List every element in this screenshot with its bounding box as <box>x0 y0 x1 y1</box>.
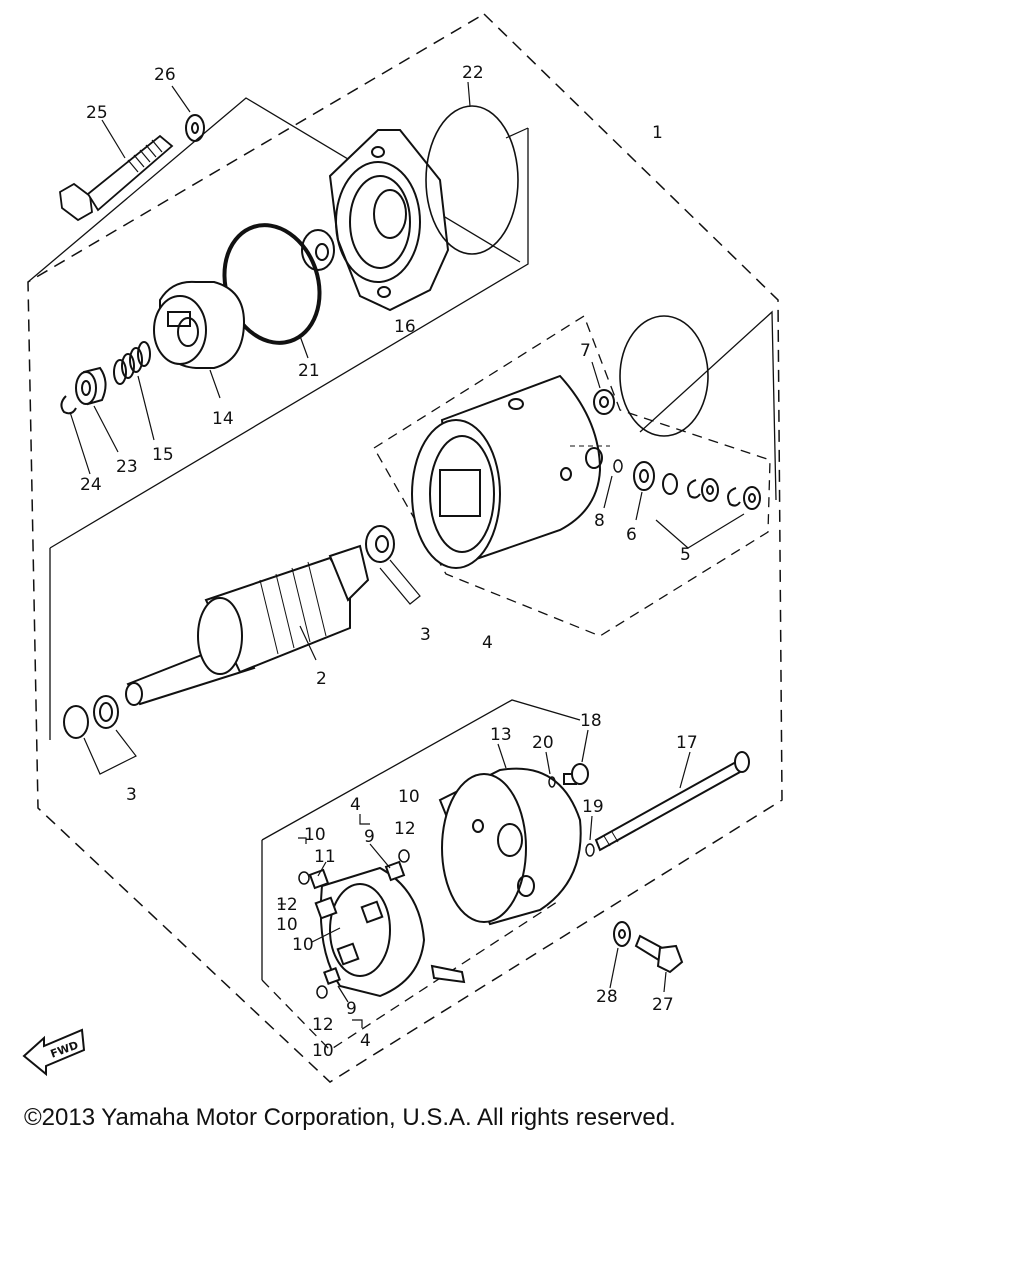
callout-4-yoke: 4 <box>482 633 493 653</box>
o-ring-19 <box>585 843 595 857</box>
callout-19: 19 <box>582 797 604 817</box>
spring-15 <box>113 341 151 385</box>
callout-4-brush-top: 4 <box>350 795 361 815</box>
brush-holder-plate <box>308 860 466 998</box>
callout-13: 13 <box>490 725 512 745</box>
washer-3-lower <box>63 695 119 739</box>
callout-27: 27 <box>652 995 674 1015</box>
seal <box>301 229 335 271</box>
callout-25: 25 <box>86 103 108 123</box>
callout-labels: 1 22 26 25 16 21 14 15 23 24 7 8 6 5 3 4… <box>80 63 698 1061</box>
screw-18 <box>563 763 589 785</box>
bolt-27 <box>634 934 684 974</box>
through-bolt-17 <box>594 751 750 852</box>
yoke-4 <box>411 374 603 569</box>
callout-1: 1 <box>652 123 663 143</box>
callout-28: 28 <box>596 987 618 1007</box>
callout-10-center: 10 <box>292 935 314 955</box>
yoke-group-boundary <box>373 315 771 637</box>
callout-3-lower: 3 <box>126 785 137 805</box>
callout-24: 24 <box>80 475 102 495</box>
front-bracket-16 <box>328 129 450 312</box>
callout-20: 20 <box>532 733 554 753</box>
washer-20 <box>548 776 556 788</box>
lower-group-bracket <box>261 699 581 841</box>
callout-12-left: 12 <box>276 895 298 915</box>
callout-12-bottom: 12 <box>312 1015 334 1035</box>
callout-26: 26 <box>154 65 176 85</box>
gasket-22 <box>425 105 519 255</box>
callout-9-bottom: 9 <box>346 999 357 1019</box>
callout-7: 7 <box>580 341 591 361</box>
copyright-notice: ©2013 Yamaha Motor Corporation, U.S.A. A… <box>24 1104 676 1131</box>
callout-10-top-right: 10 <box>398 787 420 807</box>
callout-15: 15 <box>152 445 174 465</box>
callout-3-upper: 3 <box>420 625 431 645</box>
o-ring-8 <box>613 459 623 473</box>
washer-28 <box>613 921 631 947</box>
front-group-bracket <box>49 128 529 549</box>
callout-23: 23 <box>116 457 138 477</box>
washer-6 <box>633 461 655 491</box>
callout-6: 6 <box>626 525 637 545</box>
cover-disc <box>619 315 709 437</box>
callout-8: 8 <box>594 511 605 531</box>
washer-26 <box>185 114 205 142</box>
starter-motor-exploded-diagram: FWD 1 22 26 25 16 21 14 15 23 24 7 8 6 5… <box>22 13 783 1083</box>
circlip-24 <box>60 395 77 415</box>
callout-12-top-right: 12 <box>394 819 416 839</box>
callout-10-bottom: 10 <box>312 1041 334 1061</box>
collar-23 <box>75 366 107 406</box>
terminal-set-5 <box>662 473 761 510</box>
callout-16: 16 <box>394 317 416 337</box>
brush-screws <box>298 849 410 999</box>
callout-4-brush-bottom: 4 <box>360 1031 371 1051</box>
washer-3-upper <box>365 525 395 563</box>
fwd-arrow-icon: FWD <box>22 1028 86 1077</box>
callout-10-top-left: 10 <box>304 825 326 845</box>
terminal-7 <box>593 389 615 415</box>
callout-5: 5 <box>680 545 691 565</box>
callout-14: 14 <box>212 409 234 429</box>
armature-2 <box>125 544 370 706</box>
callout-18: 18 <box>580 711 602 731</box>
rear-cover-13 <box>438 767 582 926</box>
callout-2: 2 <box>316 669 327 689</box>
clutch-14 <box>153 280 246 369</box>
callout-10-left: 10 <box>276 915 298 935</box>
callout-22: 22 <box>462 63 484 83</box>
callout-11: 11 <box>314 847 336 867</box>
callout-9-top: 9 <box>364 827 375 847</box>
bolt-25 <box>59 134 174 222</box>
callout-21: 21 <box>298 361 320 381</box>
callout-17: 17 <box>676 733 698 753</box>
